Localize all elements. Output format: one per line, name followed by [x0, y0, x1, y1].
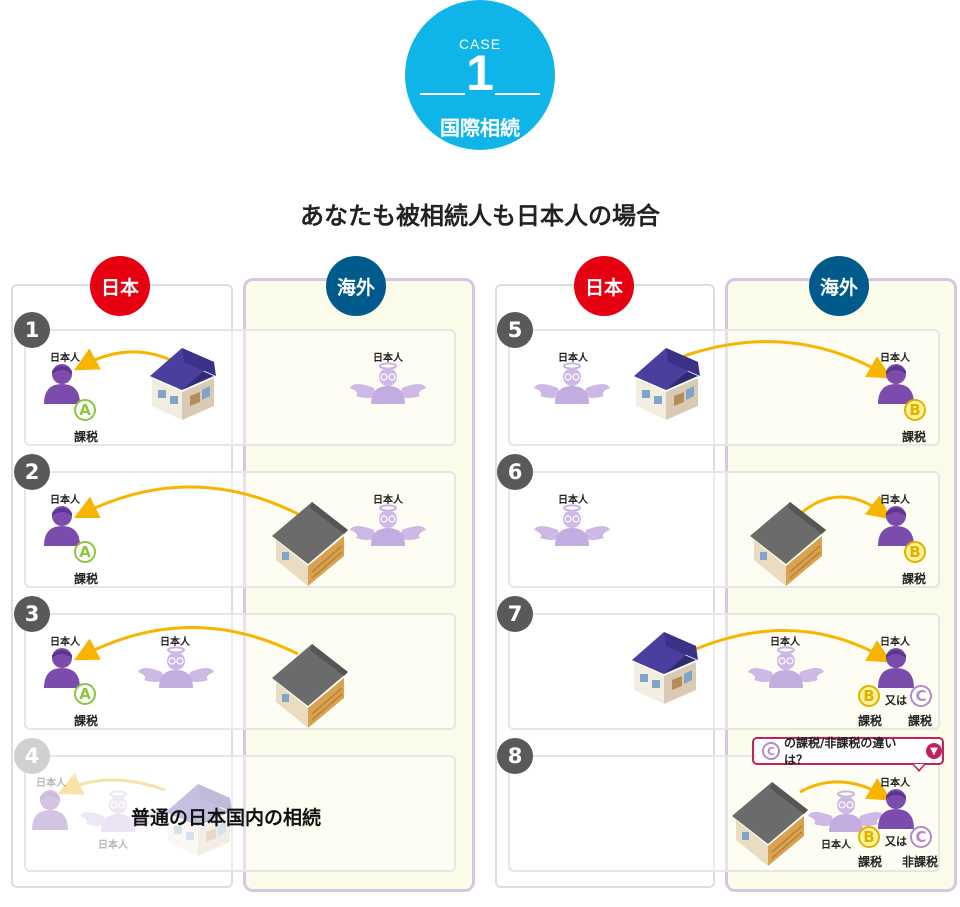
house-abroad-icon: [749, 501, 827, 587]
house-abroad-icon: [731, 781, 809, 867]
tax-category-a-icon: A: [74, 399, 96, 421]
tax-category-b-icon: B: [858, 685, 880, 707]
house-abroad-icon: [271, 643, 349, 729]
arrow-7: [679, 629, 892, 663]
case-number: 1: [466, 45, 494, 101]
scenario-4-note: 普通の日本国内の相続: [131, 807, 322, 829]
case-word: CASE: [458, 36, 502, 52]
decedent-angel-icon: [349, 504, 427, 547]
heir-person-icon: [878, 648, 914, 688]
tax-label-1: 課税: [74, 430, 99, 444]
case-badge: CASE 1 国際相続: [405, 0, 555, 150]
arrow-3: [74, 626, 299, 661]
tax-category-c-icon: C: [910, 685, 932, 707]
house-icon: [150, 348, 216, 420]
heir-label-5: 日本人: [880, 353, 910, 364]
decedent-angel-icon: [349, 362, 427, 405]
non-tax-label-8: 非課税: [902, 855, 939, 869]
decedent-angel-icon: [533, 504, 611, 547]
heir-person-icon: [44, 506, 80, 546]
tax-category-b-icon: B: [904, 541, 926, 563]
heir-label-1: 日本人: [50, 353, 80, 364]
heir-label-6: 日本人: [880, 495, 910, 506]
tax-label-2: 課税: [74, 572, 99, 586]
arrow-1: [74, 348, 176, 371]
decedent-angel-icon: [533, 362, 611, 405]
callout-c-icon: C: [762, 742, 780, 760]
arrow-6: [799, 495, 892, 520]
heir-person-icon: [32, 790, 68, 830]
scenario-number-5: 5: [497, 312, 533, 348]
scenario-number-1: 1: [14, 312, 50, 348]
tax-category-a-icon: A: [74, 541, 96, 563]
house-abroad-icon: [271, 501, 349, 587]
decedent-angel-icon: [747, 646, 825, 689]
heir-person-icon: [44, 648, 80, 688]
badge-divider: [420, 93, 540, 95]
tax-difference-callout[interactable]: C の課税/非課税の違いは？ ▼: [752, 736, 944, 767]
decedent-label-1: 日本人: [373, 353, 403, 364]
case-title: 国際相続: [440, 116, 520, 140]
house-icon: [632, 632, 698, 704]
headline: あなたも被相続人も日本人の場合: [300, 202, 660, 230]
decedent-label-8: 日本人: [821, 840, 851, 851]
scenario-number-2: 2: [14, 454, 50, 490]
tax-label-5: 課税: [902, 430, 927, 444]
heir-label-3: 日本人: [50, 637, 80, 648]
tax-label-6: 課税: [902, 572, 927, 586]
decedent-label-6: 日本人: [558, 495, 588, 506]
tax-category-c-icon: C: [910, 826, 932, 848]
tax-category-b-icon: B: [858, 826, 880, 848]
tax-label-3: 課税: [74, 714, 99, 728]
scenario-number-6: 6: [497, 454, 533, 490]
decedent-label-5: 日本人: [558, 353, 588, 364]
heir-person-icon: [44, 364, 80, 404]
decedent-label-7: 日本人: [770, 637, 800, 648]
arrow-2: [73, 485, 299, 519]
scenario-row-7: [508, 613, 940, 730]
tax-label-8: 課税: [858, 855, 883, 869]
heir-person-icon: [878, 789, 914, 829]
heir-label-8: 日本人: [880, 778, 910, 789]
left-abroad-tag: 海外: [326, 256, 386, 316]
arrow-8: [799, 778, 892, 801]
tax-category-a-icon: A: [74, 683, 96, 705]
decedent-label-3: 日本人: [160, 637, 190, 648]
scenario-number-3: 3: [14, 596, 50, 632]
or-label-8: 又は: [885, 835, 907, 848]
scenario-number-4: 4: [14, 738, 50, 774]
tax-category-b-icon: B: [904, 399, 926, 421]
heir-label-7: 日本人: [880, 637, 910, 648]
decedent-angel-icon: [137, 646, 215, 689]
decedent-angel-icon: [807, 790, 885, 833]
heir-label-2: 日本人: [50, 495, 80, 506]
callout-text: の課税/非課税の違いは？: [783, 736, 897, 767]
decedent-label-2: 日本人: [373, 495, 403, 506]
decedent-label-4: 日本人: [98, 840, 128, 851]
house-icon: [634, 348, 700, 420]
scenario-number-7: 7: [497, 596, 533, 632]
chevron-down-icon[interactable]: ▼: [926, 743, 943, 759]
left-japan-tag: 日本: [90, 256, 150, 316]
heir-label-4: 日本人: [36, 778, 66, 789]
tax-label-7c: 課税: [908, 714, 933, 728]
scenario-number-8: 8: [497, 738, 533, 774]
callout-pointer: [912, 764, 926, 772]
right-abroad-tag: 海外: [809, 256, 869, 316]
arrow-5: [683, 340, 892, 379]
or-label-7: 又は: [885, 694, 907, 707]
tax-label-7b: 課税: [858, 714, 883, 728]
right-japan-tag: 日本: [574, 256, 634, 316]
arrow-4: [57, 772, 166, 795]
